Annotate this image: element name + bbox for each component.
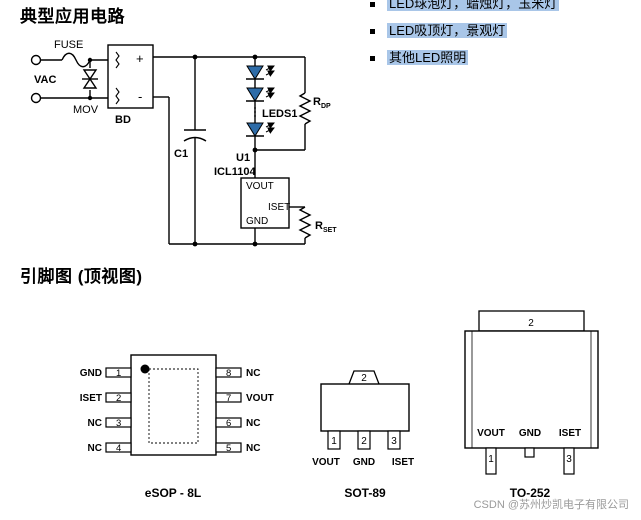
esop-pin-label: ISET bbox=[80, 393, 102, 404]
esop-pin-label: NC bbox=[88, 443, 102, 454]
ic-gnd-label: GND bbox=[246, 216, 268, 227]
u1-label: U1 bbox=[236, 152, 250, 164]
esop-pin-num: 6 bbox=[226, 418, 231, 429]
rset-label: RSET bbox=[315, 220, 337, 234]
bridge-rectifier bbox=[107, 44, 154, 109]
ic-iset-label: ISET bbox=[268, 202, 290, 213]
to252-inner-label: GND bbox=[519, 428, 541, 439]
pin1-marker bbox=[140, 364, 150, 374]
ac-terminal-top bbox=[30, 54, 42, 66]
sot89-pin-num: 2 bbox=[361, 436, 367, 447]
esop-pin-num: 8 bbox=[226, 368, 231, 379]
bullet-icon bbox=[370, 2, 375, 8]
esop-pin-label: NC bbox=[246, 418, 260, 429]
sot89-pin-label: VOUT bbox=[312, 457, 340, 468]
bridge-plus: + bbox=[136, 51, 144, 66]
esop-pin-num: 4 bbox=[116, 443, 121, 454]
to252-inner-label: ISET bbox=[559, 428, 581, 439]
bullet-icon bbox=[370, 56, 375, 62]
sot89-pin-label: ISET bbox=[392, 457, 414, 468]
sot89-tab-num: 2 bbox=[361, 373, 367, 384]
esop-pin-num: 2 bbox=[116, 393, 121, 404]
bd-label: BD bbox=[115, 114, 131, 126]
esop-pin-num: 5 bbox=[226, 443, 231, 454]
esop-package-name: eSOP - 8L bbox=[145, 486, 201, 500]
esop8-package: 1 2 3 4 8 7 6 5 GND ISET NC NC NC VOUT N… bbox=[80, 354, 274, 500]
leds-label: LEDS1 bbox=[262, 108, 297, 120]
esop-pin-num: 7 bbox=[226, 393, 231, 404]
section-title-typical-app: 典型应用电路 bbox=[20, 7, 125, 26]
c1-label: C1 bbox=[174, 148, 188, 160]
esop-pin-label: NC bbox=[246, 443, 260, 454]
section-title-pinout: 引脚图 (顶视图) bbox=[20, 267, 143, 286]
esop-pin-label: GND bbox=[80, 368, 102, 379]
vac-label: VAC bbox=[34, 74, 56, 86]
resistor-rset bbox=[298, 206, 312, 239]
highlight-text: LED球泡灯，蜡烛灯，玉米灯 bbox=[387, 0, 560, 11]
ac-terminal-bottom bbox=[30, 92, 42, 104]
sot89-package-name: SOT-89 bbox=[344, 486, 386, 500]
highlight-item: LED球泡灯，蜡烛灯，玉米灯 bbox=[370, 0, 560, 12]
watermark: CSDN @苏州炒凯电子有限公司 bbox=[473, 499, 629, 511]
highlight-item: LED吸顶灯，景观灯 bbox=[370, 20, 508, 39]
esop-pin-num: 1 bbox=[116, 368, 121, 379]
sot89-pin-num: 3 bbox=[391, 436, 397, 447]
sot89-package: 2 1 2 3 VOUT GND ISET SOT-89 bbox=[312, 370, 414, 500]
mov-symbol bbox=[82, 69, 98, 81]
sot89-pin-label: GND bbox=[353, 457, 375, 468]
esop-pin-num: 3 bbox=[116, 418, 121, 429]
ic-vout-label: VOUT bbox=[246, 181, 274, 192]
to252-tab-num: 2 bbox=[528, 318, 534, 329]
to252-pin-num: 1 bbox=[488, 454, 494, 465]
bridge-minus: - bbox=[138, 89, 142, 104]
led-string bbox=[246, 65, 275, 137]
to252-package: 2 VOUT GND ISET 1 3 TO-252 bbox=[464, 310, 599, 500]
sot89-pin-num: 1 bbox=[331, 436, 337, 447]
fuse-symbol bbox=[61, 52, 91, 68]
highlight-text: 其他LED照明 bbox=[387, 50, 469, 65]
ic-icl1104 bbox=[240, 177, 290, 229]
highlight-text: LED吸顶灯，景观灯 bbox=[387, 23, 508, 38]
to252-inner-label: VOUT bbox=[477, 428, 505, 439]
bullet-icon bbox=[370, 29, 375, 35]
esop-pin-label: NC bbox=[88, 418, 102, 429]
esop-pin-label: NC bbox=[246, 368, 260, 379]
rdp-label: RDP bbox=[313, 96, 331, 110]
mov-label: MOV bbox=[73, 104, 99, 116]
resistor-rdp bbox=[298, 92, 312, 125]
esop-pin-label: VOUT bbox=[246, 393, 274, 404]
highlight-item: 其他LED照明 bbox=[370, 47, 469, 66]
to252-pin-num: 3 bbox=[566, 454, 572, 465]
to252-package-name: TO-252 bbox=[510, 486, 551, 500]
fuse-label: FUSE bbox=[54, 39, 83, 51]
icl-label: ICL1104 bbox=[214, 166, 256, 178]
